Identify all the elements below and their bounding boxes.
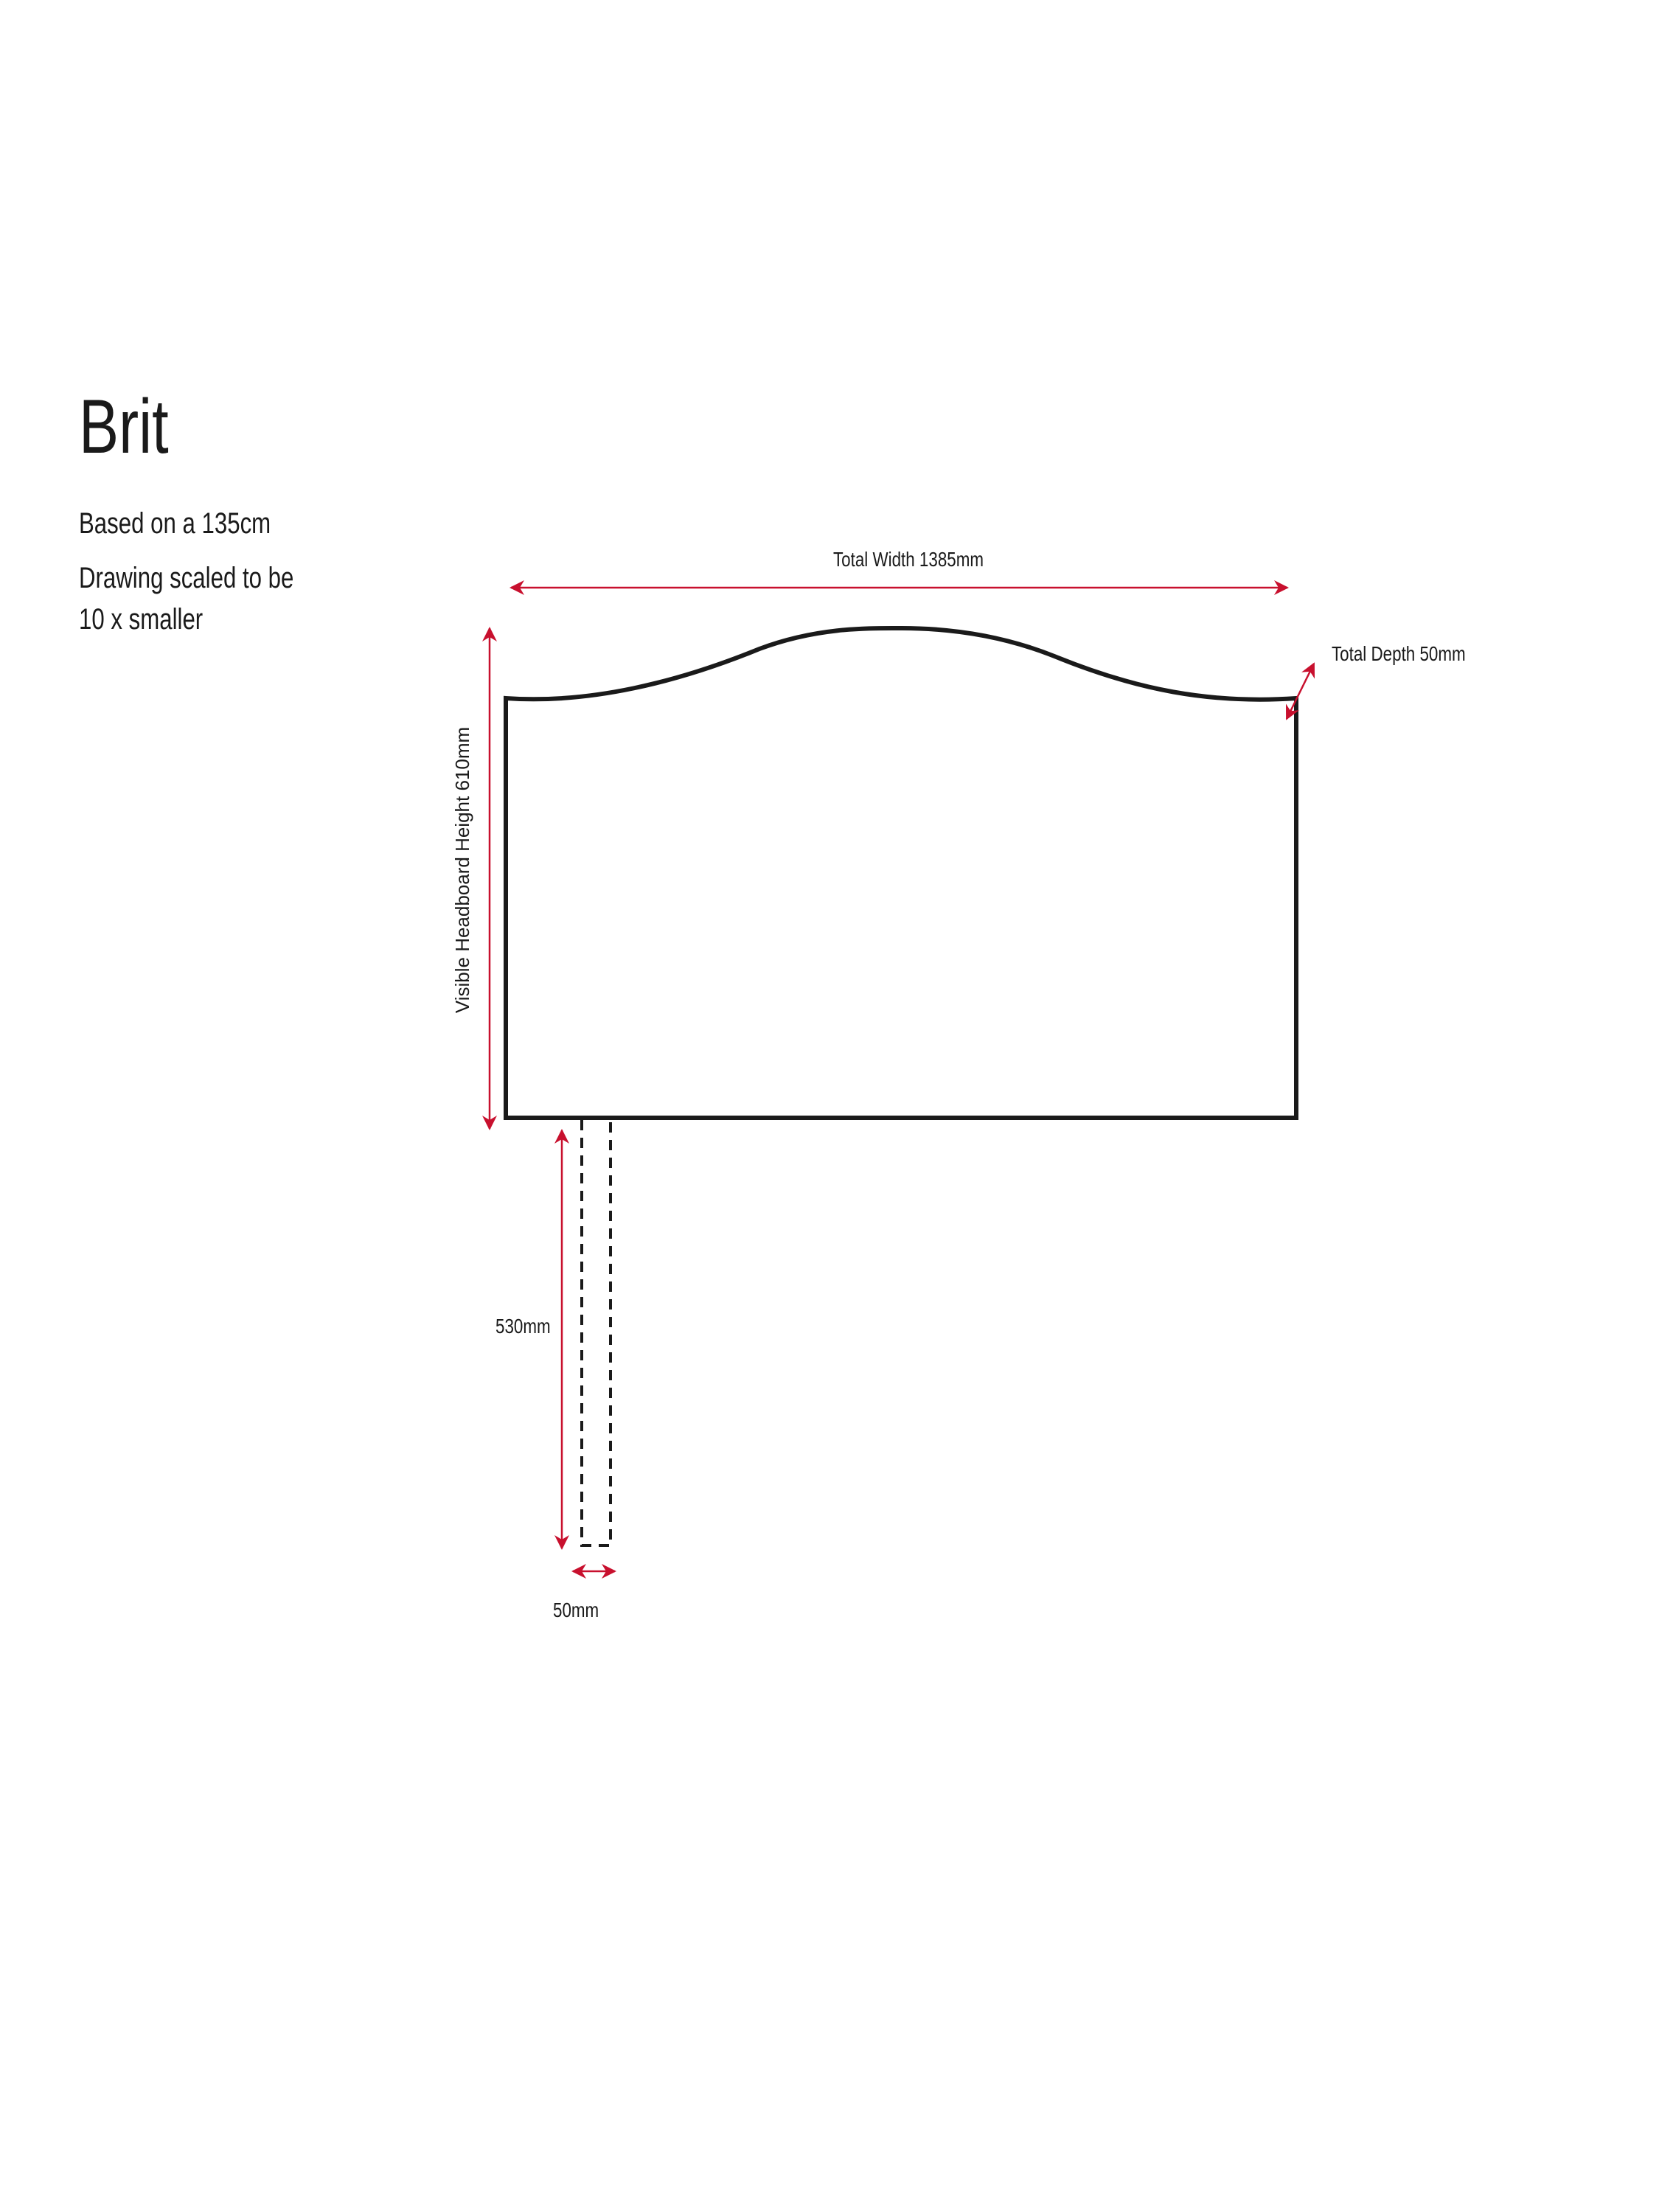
depth-label: Total Depth 50mm [1332,643,1466,666]
note-scale-line2: 10 x smaller [79,603,204,636]
note-scale-line1: Drawing scaled to be [79,562,294,594]
depth-dimension-arrow [1285,662,1315,720]
drawing-title: Brit [79,384,169,470]
leg-height-label: 530mm [495,1315,551,1338]
note-size: Based on a 135cm [79,507,271,540]
headboard-outline [504,625,1298,1120]
height-label: Visible Headboard Height 610mm [451,727,473,1013]
leg-width-label: 50mm [553,1599,599,1622]
width-label: Total Width 1385mm [833,549,984,571]
leg-outline [580,1120,612,1547]
